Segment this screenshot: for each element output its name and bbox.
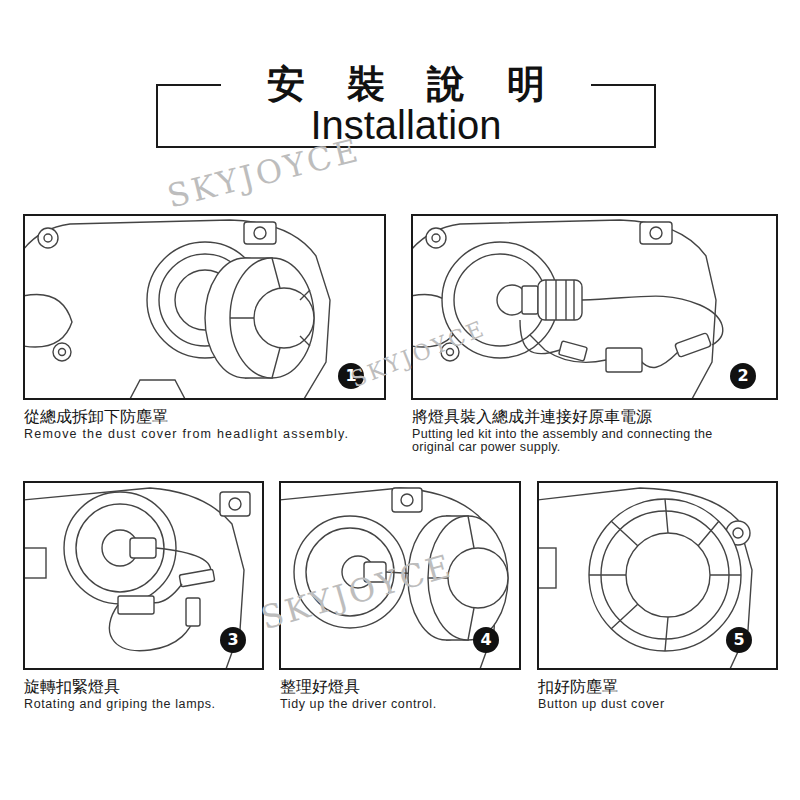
- caption-english: Button up dust cover: [538, 698, 788, 711]
- headlight-drawing: [559, 341, 588, 361]
- headlight-drawing: [230, 258, 314, 378]
- headlight-drawing: [606, 348, 642, 372]
- headlight-drawing: [401, 494, 413, 506]
- step-number: 3: [220, 627, 246, 653]
- headlight-drawing: [538, 548, 556, 588]
- headlight-drawing: [130, 380, 185, 398]
- headlight-drawing: [448, 548, 508, 608]
- callout-number: 4: [480, 632, 491, 648]
- caption-chinese: 旋轉扣緊燈具: [24, 677, 274, 697]
- caption-english: Tidy up the driver control.: [280, 698, 530, 711]
- step-number: 5: [726, 627, 752, 653]
- caption-english: Rotating and griping the lamps.: [24, 698, 274, 711]
- step-panel: 旋轉扣緊燈具Rotating and griping the lamps.3: [23, 481, 264, 670]
- headlight-drawing: [24, 294, 72, 347]
- caption-chinese: 整理好燈具: [280, 677, 530, 697]
- title-box: 安裝說明Installation: [157, 62, 655, 147]
- step-caption: 將燈具裝入總成并連接好原車電源Putting led kit into the …: [412, 398, 742, 454]
- caption-chinese: 從總成拆卸下防塵罩: [24, 407, 386, 427]
- headlight-drawing: [76, 504, 164, 592]
- step-caption: 整理好燈具Tidy up the driver control.: [280, 668, 530, 711]
- caption-chinese: 將燈具裝入總成并連接好原車電源: [412, 407, 742, 427]
- headlight-drawing: [412, 220, 723, 398]
- headlight-drawing: [44, 234, 52, 242]
- headlight-drawing: [24, 220, 330, 398]
- headlight-drawing: [538, 488, 752, 668]
- headlight-drawing: [432, 234, 440, 242]
- step-panel: 將燈具裝入總成并連接好原車電源Putting led kit into the …: [411, 214, 778, 400]
- headlight-drawing: [24, 488, 250, 668]
- headlight-drawing: [626, 533, 710, 617]
- headlight-drawing: [426, 228, 446, 248]
- headlight-drawing: [24, 548, 46, 578]
- callout-number: 5: [733, 632, 744, 648]
- headlight-drawing: [109, 605, 196, 651]
- headlight-drawing: [640, 222, 672, 244]
- headlight-drawing: [538, 280, 582, 320]
- headlight-drawing: [24, 488, 244, 668]
- headlight-drawing: [589, 499, 741, 651]
- headlight-drawing: [530, 335, 606, 362]
- headlight-drawing: [650, 227, 662, 239]
- caption-english: Remove the dust cover from headlight ass…: [24, 428, 386, 441]
- headlight-drawing: [522, 286, 538, 314]
- headlight-drawing: [24, 220, 330, 398]
- step-number: 4: [473, 627, 499, 653]
- headlight-drawing: [230, 258, 310, 378]
- headlight-drawing: [53, 343, 71, 361]
- headlight-drawing: [220, 492, 250, 516]
- headlight-drawing: [520, 320, 560, 354]
- headlight-drawing: [244, 222, 276, 244]
- step-panel: 扣好防塵罩Button up dust cover5: [537, 481, 778, 670]
- caption-english: Putting led kit into the assembly and co…: [412, 428, 742, 454]
- headlight-drawing: [179, 569, 215, 587]
- step-caption: 從總成拆卸下防塵罩Remove the dust cover from head…: [24, 398, 386, 441]
- callout-number: 2: [737, 368, 748, 384]
- step-caption: 旋轉扣緊燈具Rotating and griping the lamps.: [24, 668, 274, 711]
- step-panel: 從總成拆卸下防塵罩Remove the dust cover from head…: [23, 214, 386, 400]
- headlight-drawing: [130, 538, 156, 558]
- headlight-drawing: [392, 488, 422, 512]
- caption-chinese: 扣好防塵罩: [538, 677, 788, 697]
- callout-number: 3: [227, 632, 238, 648]
- step-caption: 扣好防塵罩Button up dust cover: [538, 668, 788, 711]
- headlight-drawing: [538, 488, 752, 668]
- headlight-drawing: [38, 228, 58, 248]
- step-number: 2: [730, 363, 756, 389]
- headlight-drawing: [254, 227, 266, 239]
- headlight-drawing: [733, 528, 743, 538]
- headlight-drawing: [546, 280, 574, 320]
- watermark: SKYJOYCE: [163, 131, 364, 216]
- headlight-drawing: [229, 498, 241, 510]
- headlight-drawing: [118, 596, 154, 614]
- headlight-drawing: [59, 349, 66, 356]
- headlight-drawing: [640, 352, 678, 368]
- headlight-drawing: [150, 584, 182, 603]
- headlight-drawing: [589, 499, 741, 651]
- headlight-drawing: [675, 333, 712, 358]
- headlight-drawing: [254, 288, 314, 348]
- headlight-drawing: [186, 598, 200, 626]
- headlight-drawing: [412, 220, 716, 398]
- title-chinese: 安裝說明: [221, 64, 591, 104]
